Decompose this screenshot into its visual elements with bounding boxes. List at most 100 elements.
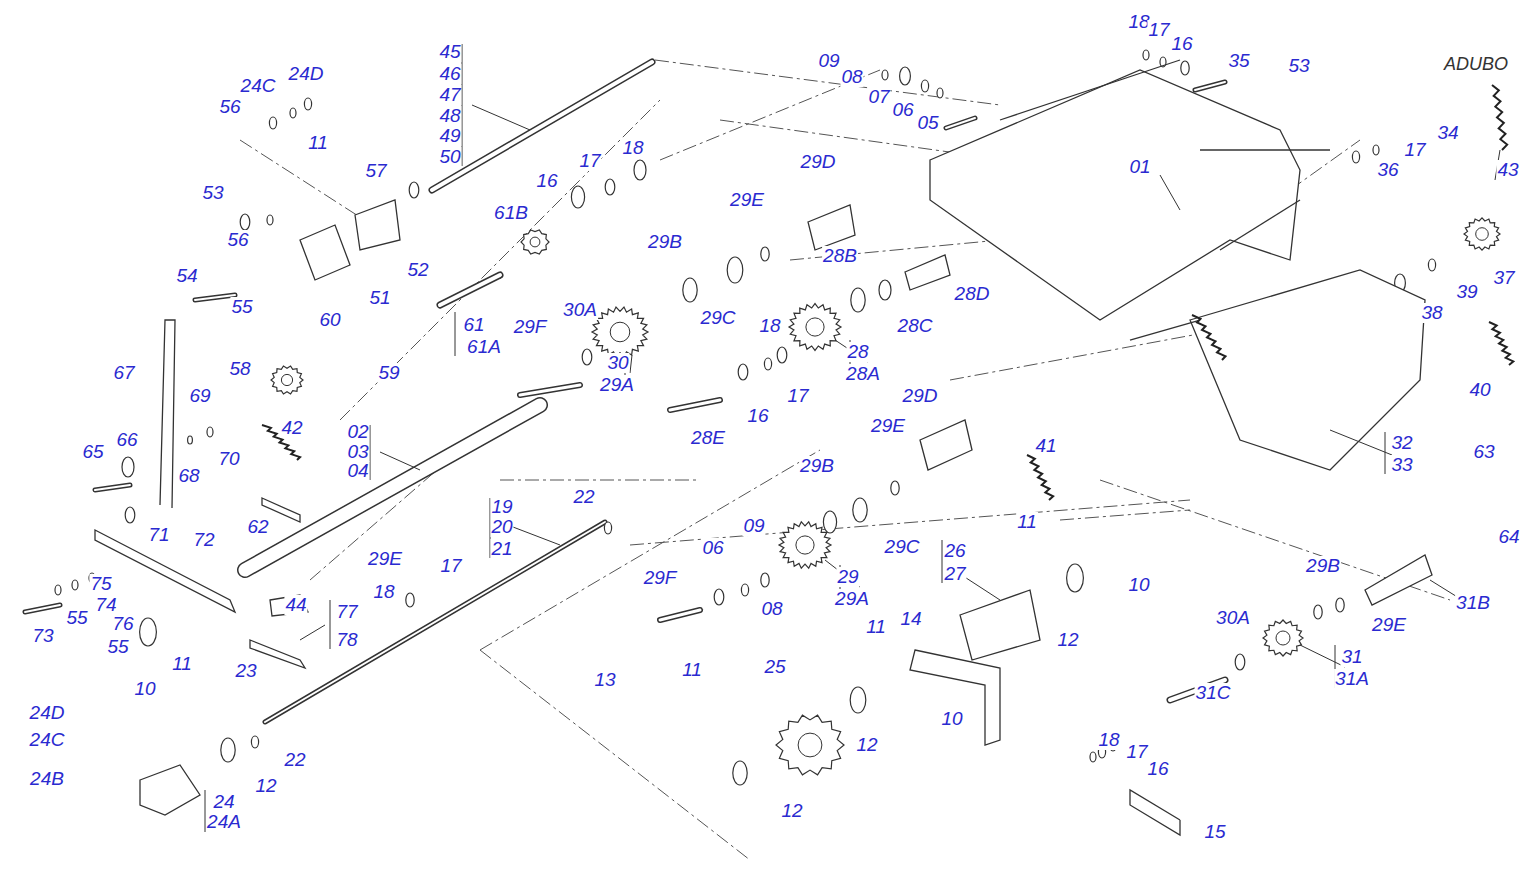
callout-number: ADUBO bbox=[1443, 54, 1509, 74]
center-line bbox=[1060, 510, 1190, 520]
shaft-face bbox=[25, 605, 60, 612]
sprocket bbox=[1263, 620, 1303, 656]
part-outline bbox=[1220, 200, 1300, 250]
callout-number: 37 bbox=[1492, 268, 1515, 288]
callout-number: 74 bbox=[94, 595, 117, 615]
callout-number: 15 bbox=[1203, 822, 1226, 842]
callout-number: 29E bbox=[870, 416, 906, 436]
callout-number: 05 bbox=[916, 113, 939, 133]
arm bbox=[250, 640, 305, 668]
callout-number: 43 bbox=[1496, 160, 1519, 180]
leader-line bbox=[630, 355, 632, 373]
callout-number: 53 bbox=[201, 183, 224, 203]
shaft bbox=[25, 605, 60, 612]
bushing bbox=[808, 205, 855, 250]
callout-number: 17 bbox=[578, 151, 601, 171]
callout-number: 46 bbox=[438, 64, 461, 84]
callout-number: 03 bbox=[346, 442, 369, 462]
leader-line bbox=[300, 625, 325, 640]
callout-number: 23 bbox=[234, 661, 257, 681]
callout-number: 18 bbox=[758, 316, 781, 336]
callout-number: 50 bbox=[438, 147, 461, 167]
callout-number: 70 bbox=[217, 449, 240, 469]
callout-number: 10 bbox=[1127, 575, 1150, 595]
callout-number: 54 bbox=[175, 266, 198, 286]
shaft bbox=[660, 610, 700, 620]
bracket bbox=[910, 650, 1000, 745]
callout-number: 24A bbox=[206, 812, 242, 832]
callout-number: 29C bbox=[700, 308, 737, 328]
callout-number: 73 bbox=[31, 626, 54, 646]
callout-number: 35 bbox=[1227, 51, 1250, 71]
washer bbox=[851, 288, 865, 312]
washer bbox=[1373, 145, 1379, 155]
callout-number: 62 bbox=[246, 517, 269, 537]
washer bbox=[853, 498, 867, 522]
washer bbox=[761, 573, 769, 587]
callout-number: 68 bbox=[177, 466, 200, 486]
callout-number: 67 bbox=[112, 363, 135, 383]
washer bbox=[1428, 259, 1435, 271]
group-bracket bbox=[942, 540, 943, 583]
callout-number: 11 bbox=[865, 617, 887, 637]
callout-number: 44 bbox=[284, 595, 307, 615]
roller-chain bbox=[1492, 85, 1507, 150]
group-bracket bbox=[370, 425, 371, 480]
callout-number: 24D bbox=[288, 64, 325, 84]
callout-number: 29C bbox=[884, 537, 921, 557]
callout-number: 58 bbox=[228, 359, 251, 379]
callout-number: 07 bbox=[867, 87, 890, 107]
callout-number: 17 bbox=[1147, 20, 1170, 40]
callout-number: 12 bbox=[780, 801, 803, 821]
shaft-face bbox=[440, 275, 500, 305]
gearbox-housing bbox=[1190, 270, 1425, 470]
washer bbox=[1067, 564, 1084, 592]
callout-number: 12 bbox=[254, 776, 277, 796]
callout-number: 17 bbox=[786, 386, 809, 406]
washer bbox=[683, 278, 697, 302]
callout-number: 48 bbox=[438, 106, 461, 126]
sprocket bbox=[779, 522, 831, 568]
washer bbox=[1336, 598, 1344, 612]
callout-number: 24C bbox=[240, 76, 277, 96]
washer bbox=[406, 593, 414, 607]
callout-number: 20 bbox=[490, 517, 513, 537]
group-bracket bbox=[1385, 432, 1386, 474]
callout-number: 60 bbox=[318, 310, 341, 330]
callout-number: 59 bbox=[377, 363, 400, 383]
callout-number: 61B bbox=[493, 203, 529, 223]
washer bbox=[1352, 151, 1359, 163]
callout-number: 56 bbox=[218, 97, 241, 117]
washer bbox=[1090, 752, 1096, 762]
washer bbox=[188, 436, 193, 444]
callout-number: 55 bbox=[106, 637, 129, 657]
sprocket-hub bbox=[1276, 631, 1290, 645]
callout-number: 22 bbox=[283, 750, 306, 770]
washer bbox=[882, 70, 888, 80]
callout-number: 29 bbox=[836, 567, 859, 587]
callout-number: 51 bbox=[368, 288, 391, 308]
washer bbox=[634, 160, 646, 180]
washer bbox=[140, 618, 157, 646]
callout-number: 24C bbox=[29, 730, 66, 750]
callout-number: 29A bbox=[599, 375, 635, 395]
callout-number: 30A bbox=[562, 300, 598, 320]
washer bbox=[761, 247, 769, 261]
callout-number: 47 bbox=[438, 85, 461, 105]
roller-chain bbox=[1027, 455, 1053, 500]
shaft bbox=[520, 385, 580, 395]
shaft-face bbox=[946, 118, 975, 128]
bushing bbox=[905, 255, 950, 290]
washer bbox=[304, 98, 311, 110]
center-line bbox=[950, 330, 1220, 380]
shaft-face bbox=[195, 295, 235, 300]
callout-number: 28 bbox=[846, 342, 869, 362]
callout-number: 29D bbox=[800, 152, 837, 172]
flange-bearing bbox=[300, 225, 350, 280]
callout-number: 29F bbox=[643, 568, 678, 588]
callout-number: 31 bbox=[1340, 647, 1363, 667]
callout-number: 16 bbox=[746, 406, 769, 426]
callout-number: 64 bbox=[1497, 527, 1520, 547]
